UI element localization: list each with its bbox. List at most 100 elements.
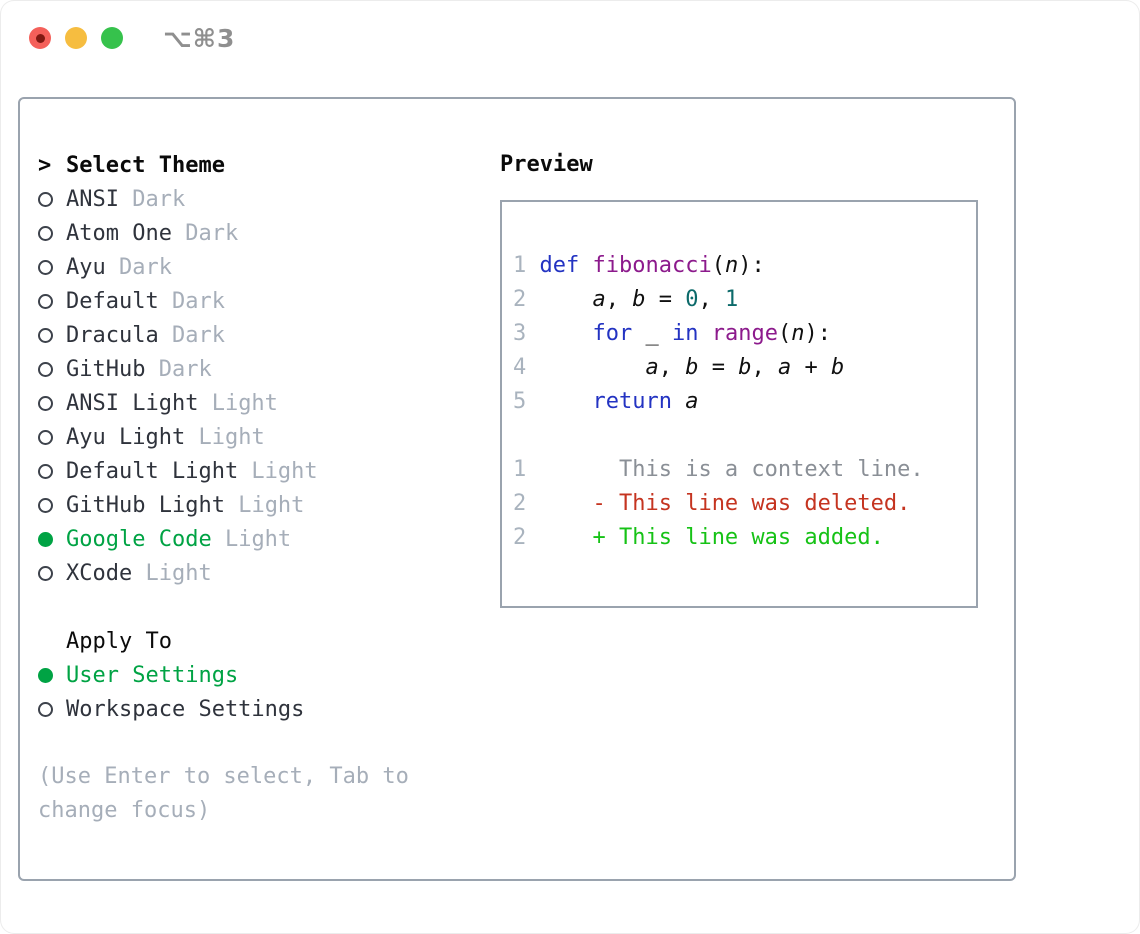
theme-option-ayu-light[interactable]: Ayu Light Light [38,420,484,454]
diff-text: This is a context line. [618,457,924,482]
option-variant: Dark [158,322,225,348]
diff-line-ctx: 1 This is a context line. [513,453,968,487]
radio-selected-icon [38,667,53,683]
preview-title: Preview [500,152,593,177]
token: fibonacci [592,253,712,278]
radio-icon [38,327,53,343]
option-name: ANSI Light [66,390,199,416]
token [526,491,592,516]
token: a [777,355,792,380]
apply-option-workspace-settings[interactable]: Workspace Settings [38,692,484,726]
option-label: ANSI Dark [66,187,185,212]
option-name: Workspace Settings [66,696,305,722]
option-name: Default [66,288,159,314]
blank-line [513,419,968,453]
token: _ [632,321,672,346]
radio-icon [38,497,53,513]
radio-icon [38,463,53,479]
token: 0 [685,287,699,312]
theme-option-github[interactable]: GitHub Dark [38,352,484,386]
radio-icon [38,395,53,411]
theme-option-google-code[interactable]: Google Code Light [38,522,484,556]
minimize-button[interactable] [65,27,87,49]
token: b [830,355,845,380]
token: a [685,389,699,414]
option-label: Google Code Light [66,527,291,552]
diff-line-del: 2 - This line was deleted. [513,487,968,521]
option-variant: Dark [158,288,225,314]
spacer [38,590,484,624]
token: n [791,321,805,346]
token [540,355,646,380]
theme-option-dracula[interactable]: Dracula Dark [38,318,484,352]
token [526,355,539,380]
line-number: 1 [513,253,527,278]
token [540,321,593,346]
option-label: Atom One Dark [66,221,238,246]
option-variant: Light [132,560,212,586]
theme-option-github-light[interactable]: GitHub Light Light [38,488,484,522]
token [526,287,539,312]
token: n [724,253,739,278]
theme-option-ansi-light[interactable]: ANSI Light Light [38,386,484,420]
option-label: Default Dark [66,289,225,314]
code-line: 1 def fibonacci(n): [513,249,968,283]
option-name: Dracula [66,322,159,348]
option-name: User Settings [66,662,239,688]
apply-to-heading: Apply To [66,628,172,654]
option-variant: Light [198,390,278,416]
apply-option-user-settings[interactable]: User Settings [38,658,484,692]
radio-icon [38,429,53,445]
option-label: Default Light Light [66,459,318,484]
option-variant: Light [238,458,318,484]
option-label: ANSI Light Light [66,391,278,416]
token: for [592,321,633,346]
theme-option-ayu[interactable]: Ayu Dark [38,250,484,284]
picker-title-row: >Select Theme [38,148,484,182]
maximize-button[interactable] [101,27,123,49]
token: a [592,287,606,312]
radio-icon [38,259,53,275]
token [526,525,592,550]
code-line: 4 a, b = b, a + b [513,351,968,385]
line-number: 5 [513,389,527,414]
titlebar: ⌥⌘3 [29,23,236,53]
theme-option-default[interactable]: Default Dark [38,284,484,318]
token: , [605,287,633,312]
option-name: GitHub [66,356,146,382]
option-variant: Dark [118,186,186,212]
line-number: 4 [513,355,527,380]
apply-to-heading-row: Apply To [38,624,484,658]
close-button[interactable] [29,27,51,49]
token: ): [804,321,831,346]
theme-option-xcode[interactable]: XCode Light [38,556,484,590]
token: + [791,355,831,380]
theme-option-atom-one[interactable]: Atom One Dark [38,216,484,250]
option-name: Default Light [66,458,239,484]
radio-icon [38,565,53,581]
token [672,389,685,414]
line-number: 2 [513,287,527,312]
option-variant: Light [224,492,305,518]
token: range [711,321,778,346]
option-name: Google Code [66,526,212,552]
option-label: GitHub Dark [66,357,212,382]
option-variant: Light [211,526,292,552]
token: return [592,389,672,414]
line-number: 1 [513,457,527,482]
option-label: GitHub Light Light [66,493,304,518]
theme-option-ansi[interactable]: ANSI Dark [38,182,484,216]
token: in [671,321,699,346]
diff-text: + This line was added. [592,525,884,550]
radio-icon [38,191,53,207]
token: ): [738,253,765,278]
token: ( [711,253,725,278]
theme-option-default-light[interactable]: Default Light Light [38,454,484,488]
window-title: ⌥⌘3 [163,23,236,53]
option-label: Dracula Dark [66,323,225,348]
